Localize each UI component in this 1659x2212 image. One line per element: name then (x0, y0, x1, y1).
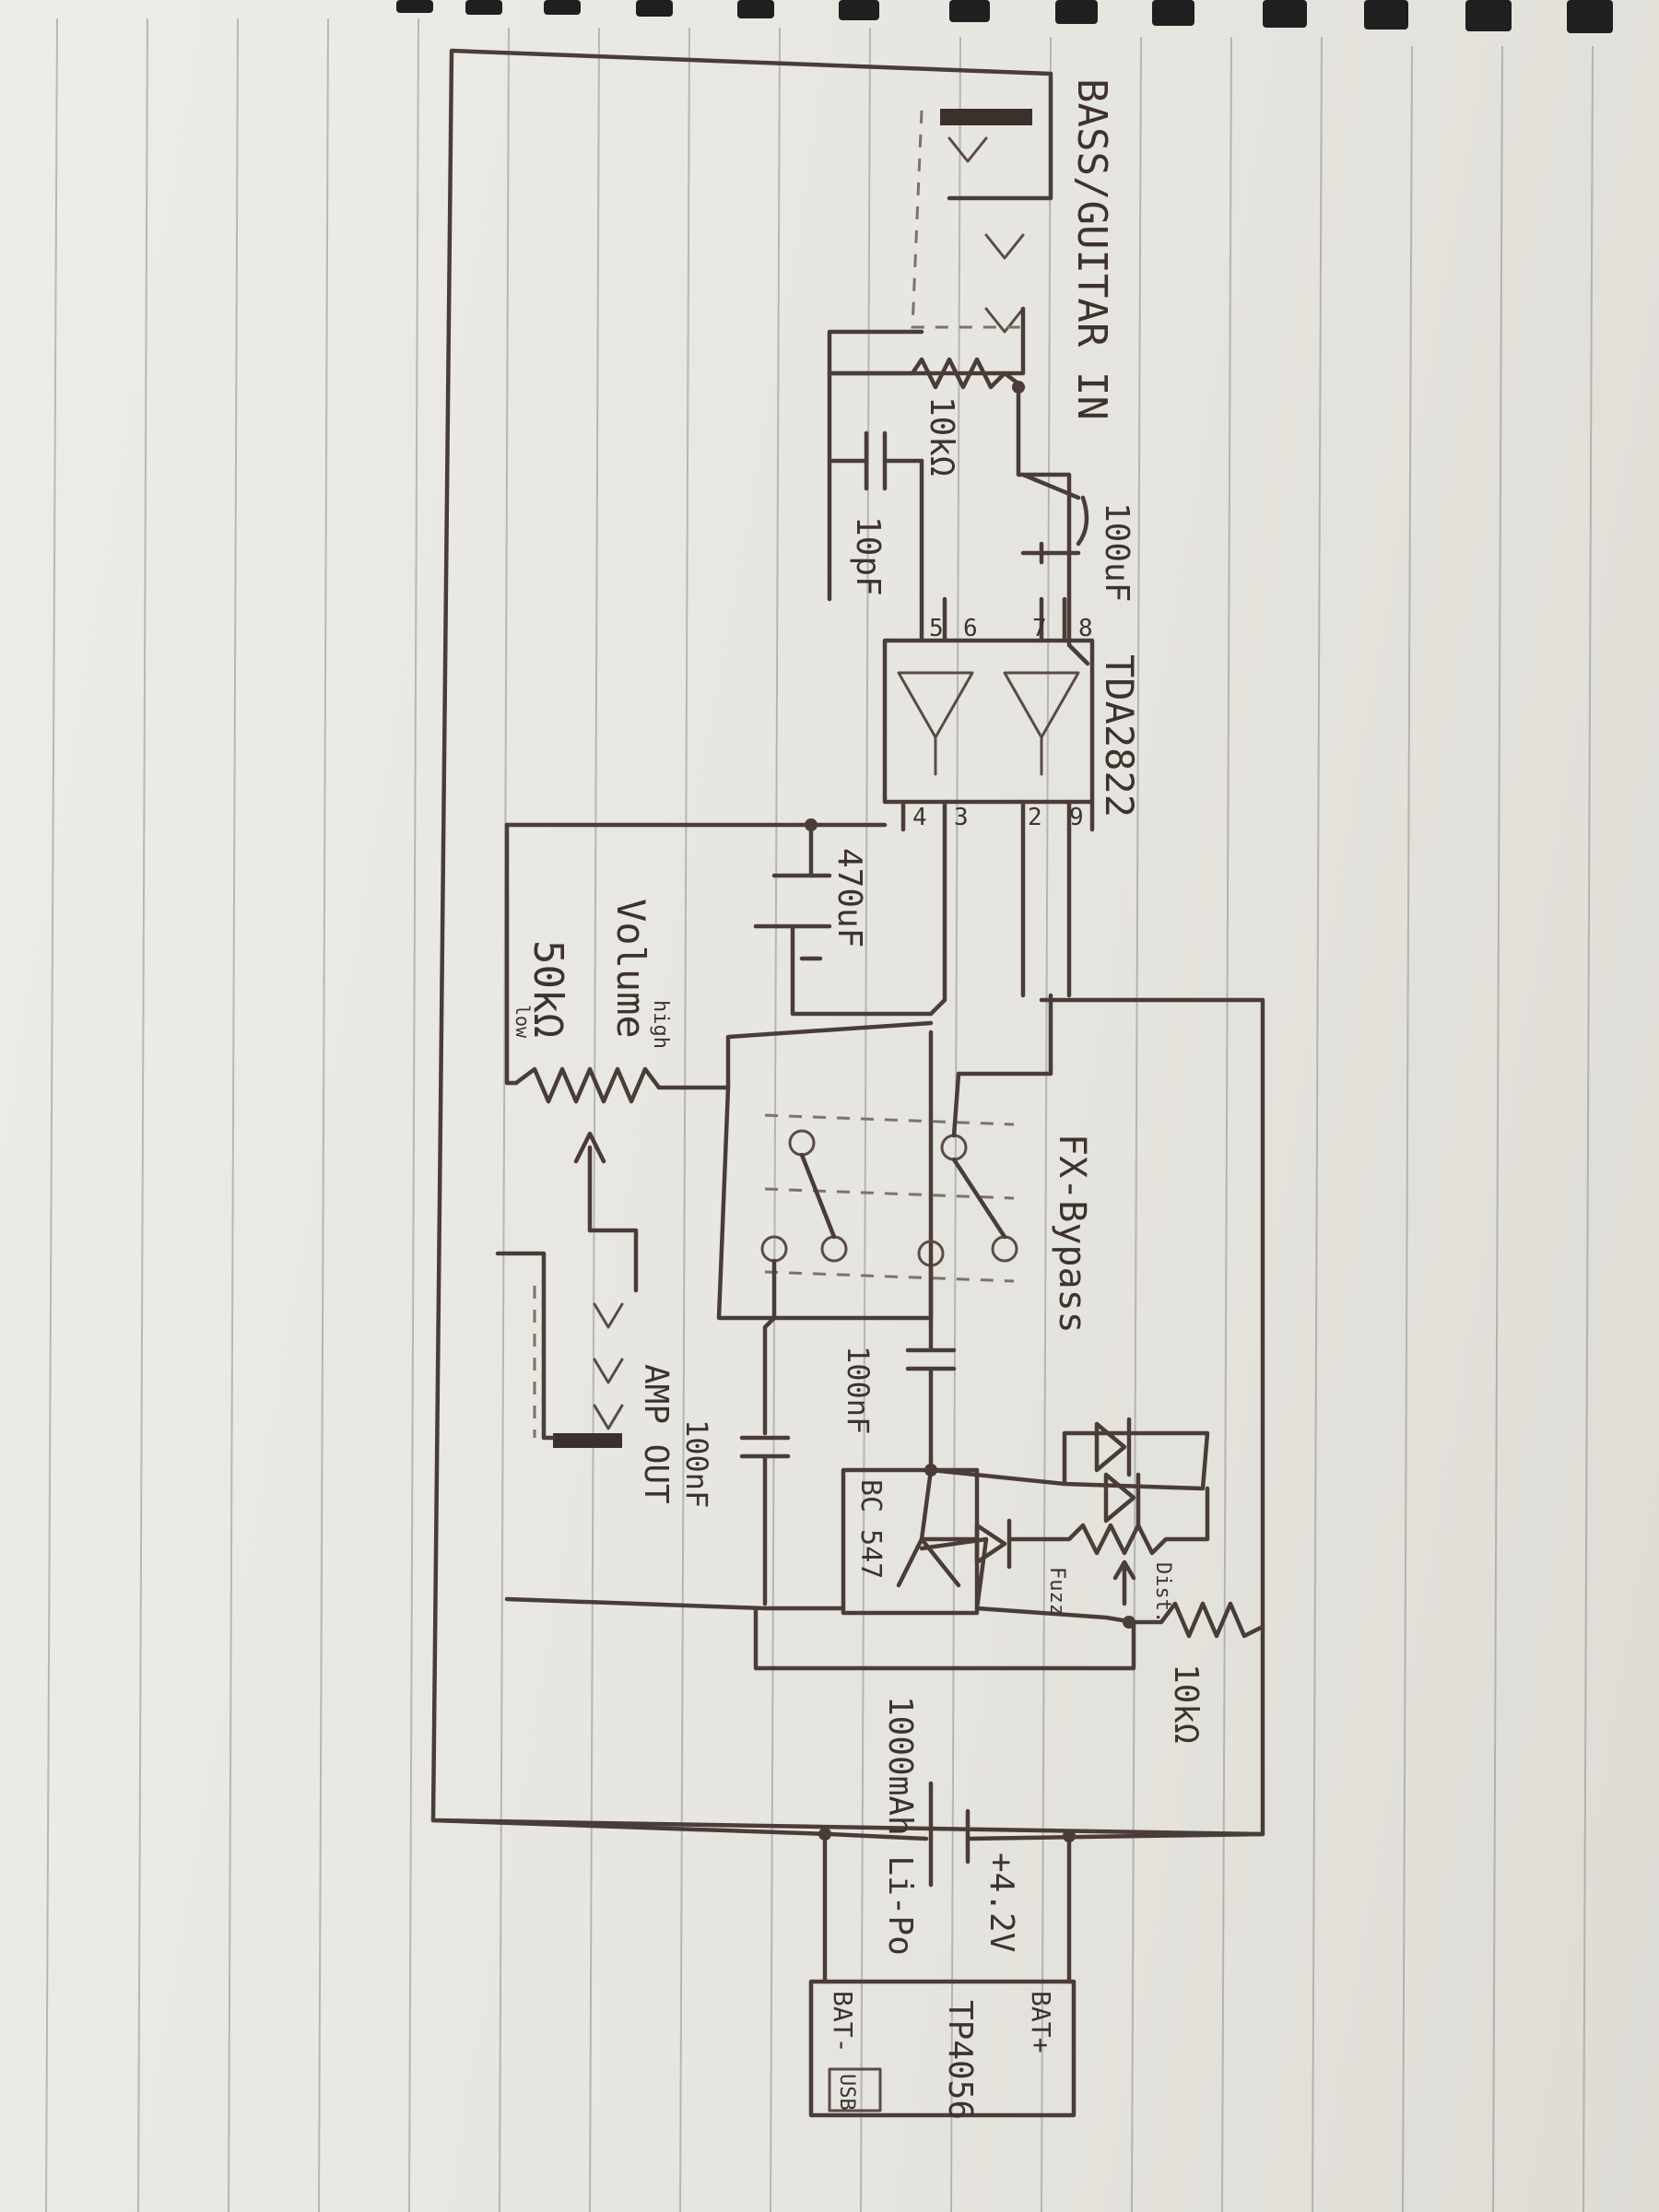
pot-value-label: 50kΩ (524, 940, 571, 1038)
svg-text:2: 2 (1028, 804, 1042, 831)
input-signal-wire (1016, 384, 1090, 666)
spiral-binding (396, 0, 1613, 33)
c5-label: 100nF (679, 1419, 714, 1508)
input-capacitor (827, 371, 924, 602)
svg-text:8: 8 (1078, 615, 1093, 642)
resistor-10k (1123, 1601, 1265, 1639)
svg-text:3: 3 (954, 804, 969, 831)
battery-label: 1000mAh Li-Po (881, 1696, 919, 1956)
battery-voltage-label: +4.2V (982, 1853, 1020, 1952)
svg-text:7: 7 (1032, 615, 1047, 642)
pot-high-label: high (649, 1000, 672, 1049)
cap-100uf (1020, 472, 1089, 565)
tp4056-charger (808, 1831, 1077, 2118)
svg-text:9: 9 (1069, 804, 1084, 831)
r1-label: 10kΩ (923, 396, 960, 477)
diode-clipper (919, 1417, 1210, 1606)
output-label: AMP OUT (637, 1364, 675, 1504)
switch-label: FX-Bypass (1051, 1134, 1093, 1334)
coupling-caps (739, 1258, 957, 1606)
pot-low-label: low (512, 1005, 534, 1039)
c3-label: 470uF (830, 848, 868, 947)
c4-label: 100nF (841, 1346, 876, 1434)
output-jack (495, 1251, 624, 1448)
ic-pin-labels: 5 6 7 8 4 3 2 9 (912, 615, 1093, 831)
usb-label: USB (835, 2074, 858, 2111)
cap-470uf (504, 818, 1072, 1017)
svg-text:5: 5 (929, 615, 944, 642)
charger-label: TP4056 (941, 2000, 979, 2120)
fuzz-label: Fuzz (1045, 1567, 1068, 1616)
dist-label: Dist. (1151, 1562, 1174, 1623)
volume-pot (504, 822, 731, 1293)
bat-plus-label: BAT+ (1026, 1991, 1056, 2053)
pot-name-label: Volume (608, 899, 653, 1039)
bat-minus-label: BAT- (828, 1991, 858, 2053)
c1-label: 10pF (849, 516, 887, 596)
transistor-label: BC 547 (854, 1479, 887, 1579)
input-jack (827, 109, 1032, 376)
input-label: BASS/GUITAR IN (1068, 78, 1115, 420)
ic-label: TDA2822 (1097, 654, 1142, 818)
svg-text:6: 6 (963, 615, 978, 642)
svg-text:4: 4 (912, 804, 927, 831)
fx-bypass-switch (716, 993, 1053, 1321)
r2-label: 10kΩ (1167, 1664, 1205, 1744)
ic-tda2822 (882, 596, 1095, 841)
c2-label: 100uF (1098, 502, 1135, 602)
